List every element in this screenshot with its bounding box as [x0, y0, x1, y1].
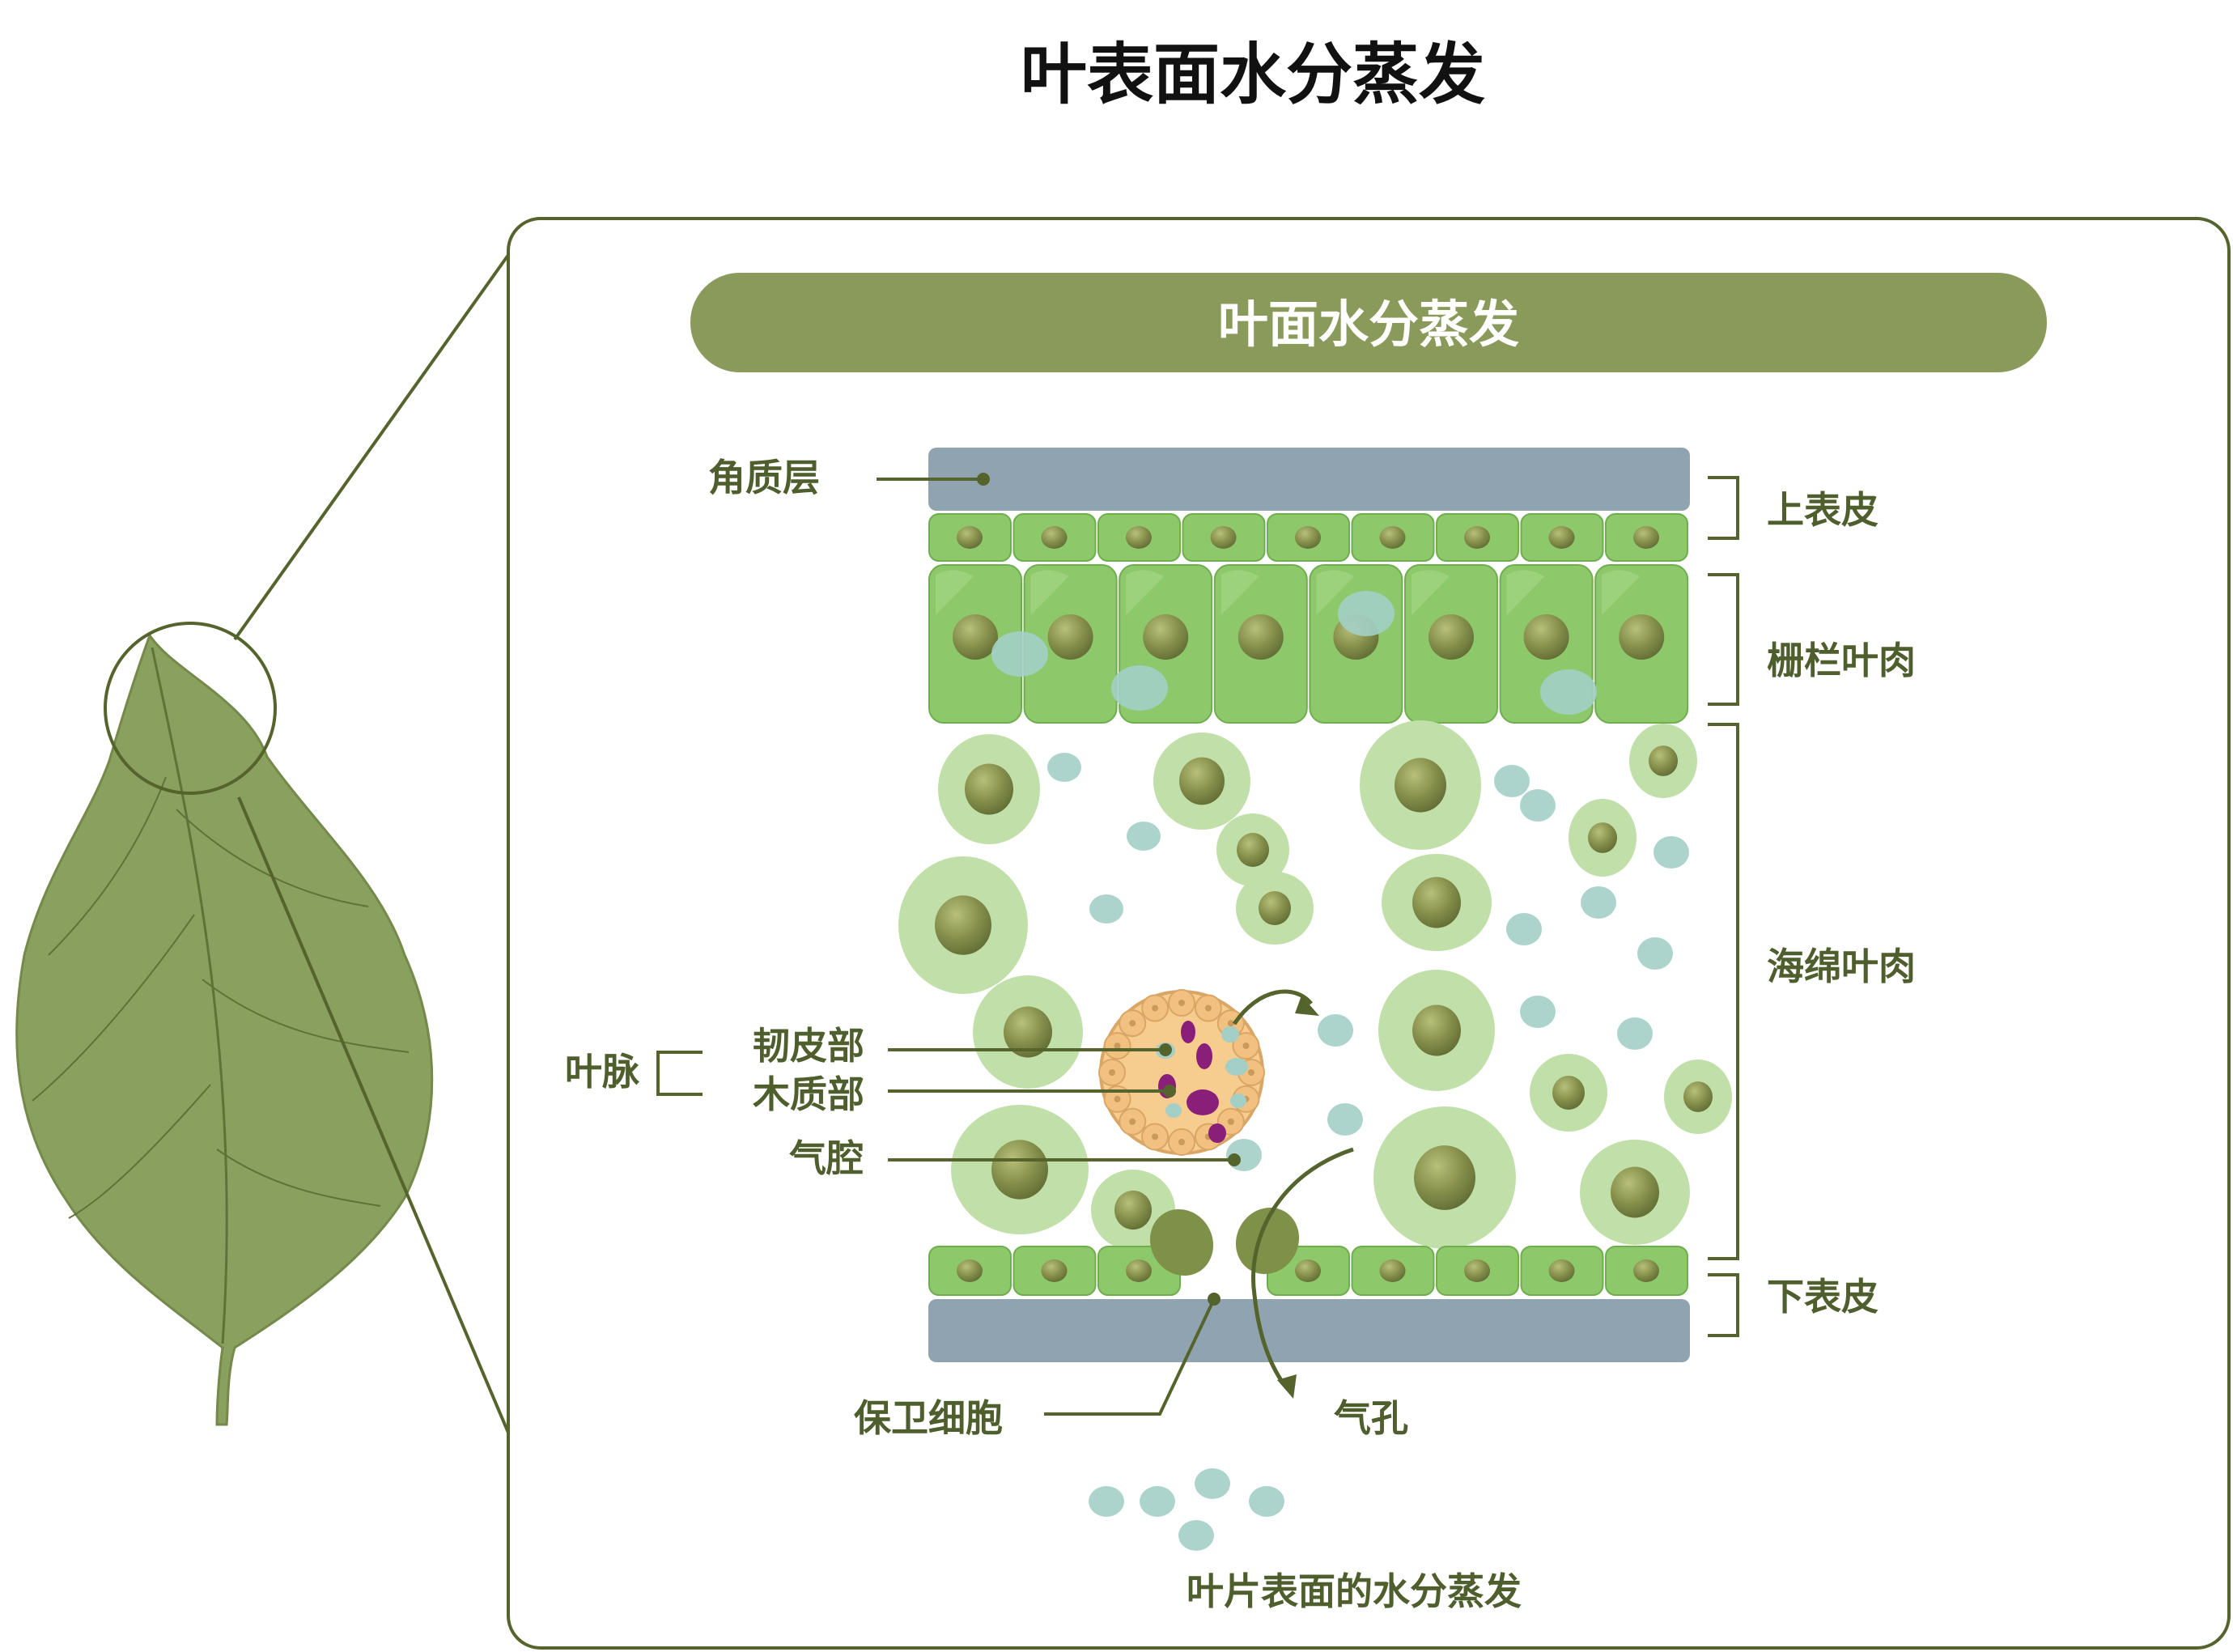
nucleus — [1237, 614, 1284, 660]
nucleus — [1552, 1076, 1585, 1110]
leader-dots — [977, 473, 1241, 1306]
water-droplet — [1520, 789, 1556, 822]
lower-epidermis — [928, 1246, 1688, 1296]
nucleus — [1259, 891, 1291, 925]
panel-title: 叶面水分蒸发 — [1218, 295, 1519, 354]
water-droplet — [1249, 1486, 1284, 1517]
nucleus — [1179, 757, 1225, 805]
nucleus — [1548, 526, 1575, 549]
nucleus — [991, 1140, 1048, 1200]
nucleus — [1633, 1259, 1659, 1282]
label-cuticle: 角质层 — [708, 456, 820, 499]
guard-cells — [1149, 1207, 1300, 1276]
arrow-icon — [1232, 989, 1354, 1390]
label-vein: 叶脉 — [565, 1050, 640, 1094]
water-droplet — [1494, 765, 1530, 797]
nucleus — [1464, 1259, 1490, 1282]
nucleus — [1464, 526, 1490, 549]
label-phloem: 韧皮部 — [753, 1024, 864, 1068]
label-evaporation: 叶片表面的水分蒸发 — [1187, 1569, 1522, 1613]
nucleus — [1588, 822, 1617, 853]
nucleus — [935, 895, 991, 955]
nucleus — [1633, 526, 1659, 549]
water-droplet — [1111, 665, 1168, 711]
label-upper-epidermis: 上表皮 — [1767, 488, 1879, 532]
nucleus — [1379, 526, 1406, 549]
water-droplet — [1318, 1014, 1353, 1047]
nucleus — [1414, 1145, 1475, 1210]
water-droplet — [1089, 894, 1123, 924]
nucleus — [1047, 614, 1093, 660]
label-spongy: 海绵叶肉 — [1767, 945, 1916, 988]
water-droplet — [1089, 1486, 1124, 1517]
nucleus — [1683, 1081, 1713, 1112]
nucleus — [1295, 526, 1321, 549]
nucleus — [965, 763, 1013, 815]
nucleus — [1210, 526, 1237, 549]
nucleus — [1611, 1166, 1659, 1218]
nucleus — [1126, 1259, 1152, 1282]
water-droplet — [1654, 836, 1689, 868]
upper-cuticle — [928, 448, 1690, 511]
nucleus — [953, 614, 998, 660]
nucleus — [1041, 1259, 1068, 1282]
panel-header — [690, 273, 2047, 372]
nucleus — [1114, 1190, 1152, 1230]
vein-bundle — [1098, 989, 1265, 1156]
water-droplet — [1127, 822, 1161, 851]
nucleus — [957, 526, 983, 549]
nucleus — [1295, 1259, 1321, 1282]
leaf-icon — [15, 632, 434, 1426]
water-droplet — [1338, 591, 1395, 636]
nucleus — [1412, 877, 1461, 928]
nucleus — [1004, 1006, 1052, 1058]
nucleus — [1523, 614, 1569, 660]
leader-lines — [877, 478, 1234, 1416]
label-air-space: 气腔 — [789, 1136, 864, 1180]
water-droplet — [1581, 886, 1616, 919]
water-droplet — [1047, 753, 1081, 782]
water-droplet — [991, 631, 1048, 677]
lower-cuticle — [928, 1299, 1690, 1362]
arrow-head-stoma — [1277, 1374, 1297, 1399]
spongy-layer — [898, 720, 1732, 1251]
label-stoma: 气孔 — [1334, 1396, 1408, 1440]
connector-line-bottom — [237, 796, 510, 1433]
water-droplet — [1520, 996, 1556, 1028]
palisade-layer — [928, 564, 1689, 724]
nucleus — [1379, 1259, 1406, 1282]
nucleus — [1412, 1004, 1461, 1056]
nucleus — [1429, 614, 1474, 660]
nucleus — [1649, 745, 1678, 776]
label-palisade: 栅栏叶肉 — [1767, 639, 1916, 682]
water-droplet — [1617, 1017, 1653, 1050]
water-droplet — [1195, 1468, 1230, 1499]
nucleus — [1548, 1259, 1575, 1282]
upper-epidermis — [928, 513, 1688, 562]
arrow-head-vein — [1295, 996, 1319, 1016]
nucleus — [1126, 526, 1152, 549]
page-title: 叶表面水分蒸发 — [1021, 36, 1485, 113]
water-droplet — [1506, 913, 1542, 945]
label-xylem: 木质部 — [753, 1072, 864, 1116]
label-guard-cell: 保卫细胞 — [854, 1396, 1003, 1440]
water-droplet — [1140, 1486, 1175, 1517]
water-droplet — [1327, 1103, 1363, 1136]
nucleus — [1041, 526, 1068, 549]
water-droplet — [1637, 937, 1673, 970]
label-lower-epidermis: 下表皮 — [1767, 1275, 1879, 1319]
nucleus — [957, 1259, 983, 1282]
nucleus — [1619, 614, 1665, 660]
connector-line-top — [233, 253, 510, 641]
nucleus — [1395, 758, 1446, 813]
magnifier-circle — [104, 622, 277, 795]
nucleus — [1237, 833, 1269, 867]
nucleus — [1143, 614, 1189, 660]
water-droplet — [1178, 1520, 1214, 1551]
water-droplet — [1540, 669, 1597, 715]
layer-brackets — [656, 476, 1739, 1337]
